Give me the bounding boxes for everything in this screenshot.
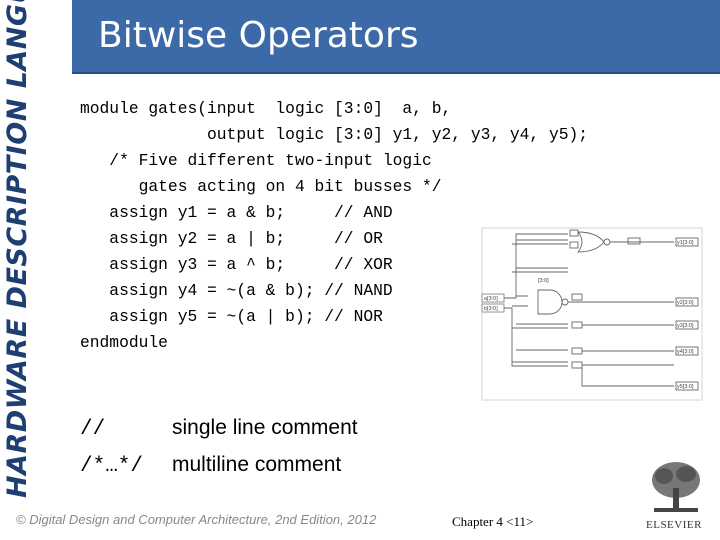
code-line: module gates(input logic [3:0] a, b, bbox=[80, 99, 452, 118]
copyright-footer: © Digital Design and Computer Architectu… bbox=[16, 512, 377, 527]
output-label-y1: y1[3:0] bbox=[677, 240, 694, 246]
code-line: output logic [3:0] y1, y2, y3, y4, y5); bbox=[80, 125, 589, 144]
output-label-y2: y2[3:0] bbox=[677, 300, 694, 306]
code-line: assign y1 = a & b; // AND bbox=[80, 203, 393, 222]
code-line: assign y4 = ~(a & b); // NAND bbox=[80, 281, 393, 300]
output-label-y4: y4[3:0] bbox=[677, 349, 694, 355]
slide-title: Bitwise Operators bbox=[98, 15, 419, 56]
output-label-y3: y3[3:0] bbox=[677, 323, 694, 329]
publisher-name: ELSEVIER bbox=[646, 519, 702, 531]
gate-schematic: a[3:0] b[3:0] y1[3:0] y2[3:0] y3[3:0] y4… bbox=[481, 227, 703, 401]
comment-row: // single line comment bbox=[80, 410, 358, 447]
code-line: assign y5 = ~(a | b); // NOR bbox=[80, 307, 383, 326]
comment-symbol: // bbox=[80, 418, 106, 441]
chapter-page-number: Chapter 4 <11> bbox=[452, 514, 534, 529]
input-label-a: a[3:0] bbox=[484, 296, 498, 302]
sidebar-band bbox=[0, 0, 46, 498]
code-line: endmodule bbox=[80, 333, 168, 352]
comment-description: single line comment bbox=[172, 416, 358, 439]
input-label-b: b[3:0] bbox=[484, 306, 498, 312]
code-line: assign y3 = a ^ b; // XOR bbox=[80, 255, 393, 274]
code-line: assign y2 = a | b; // OR bbox=[80, 229, 383, 248]
comment-symbol: /*…*/ bbox=[80, 455, 144, 478]
code-line: gates acting on 4 bit busses */ bbox=[80, 177, 442, 196]
comment-description: multiline comment bbox=[172, 453, 342, 476]
title-bar bbox=[72, 0, 720, 74]
output-label-y5: y5[3:0] bbox=[677, 384, 694, 390]
code-block: module gates(input logic [3:0] a, b, out… bbox=[80, 96, 588, 356]
code-line: /* Five different two-input logic bbox=[80, 151, 432, 170]
comment-legend: // single line comment /*…*/ multiline com… bbox=[80, 410, 358, 484]
sidebar-title: HARDWARE DESCRIPTION LANGUAGES bbox=[2, 0, 33, 498]
bus-width-label: [3:0] bbox=[538, 278, 549, 284]
elsevier-tree-logo bbox=[652, 462, 700, 512]
comment-row: /*…*/ multiline comment bbox=[80, 447, 358, 484]
